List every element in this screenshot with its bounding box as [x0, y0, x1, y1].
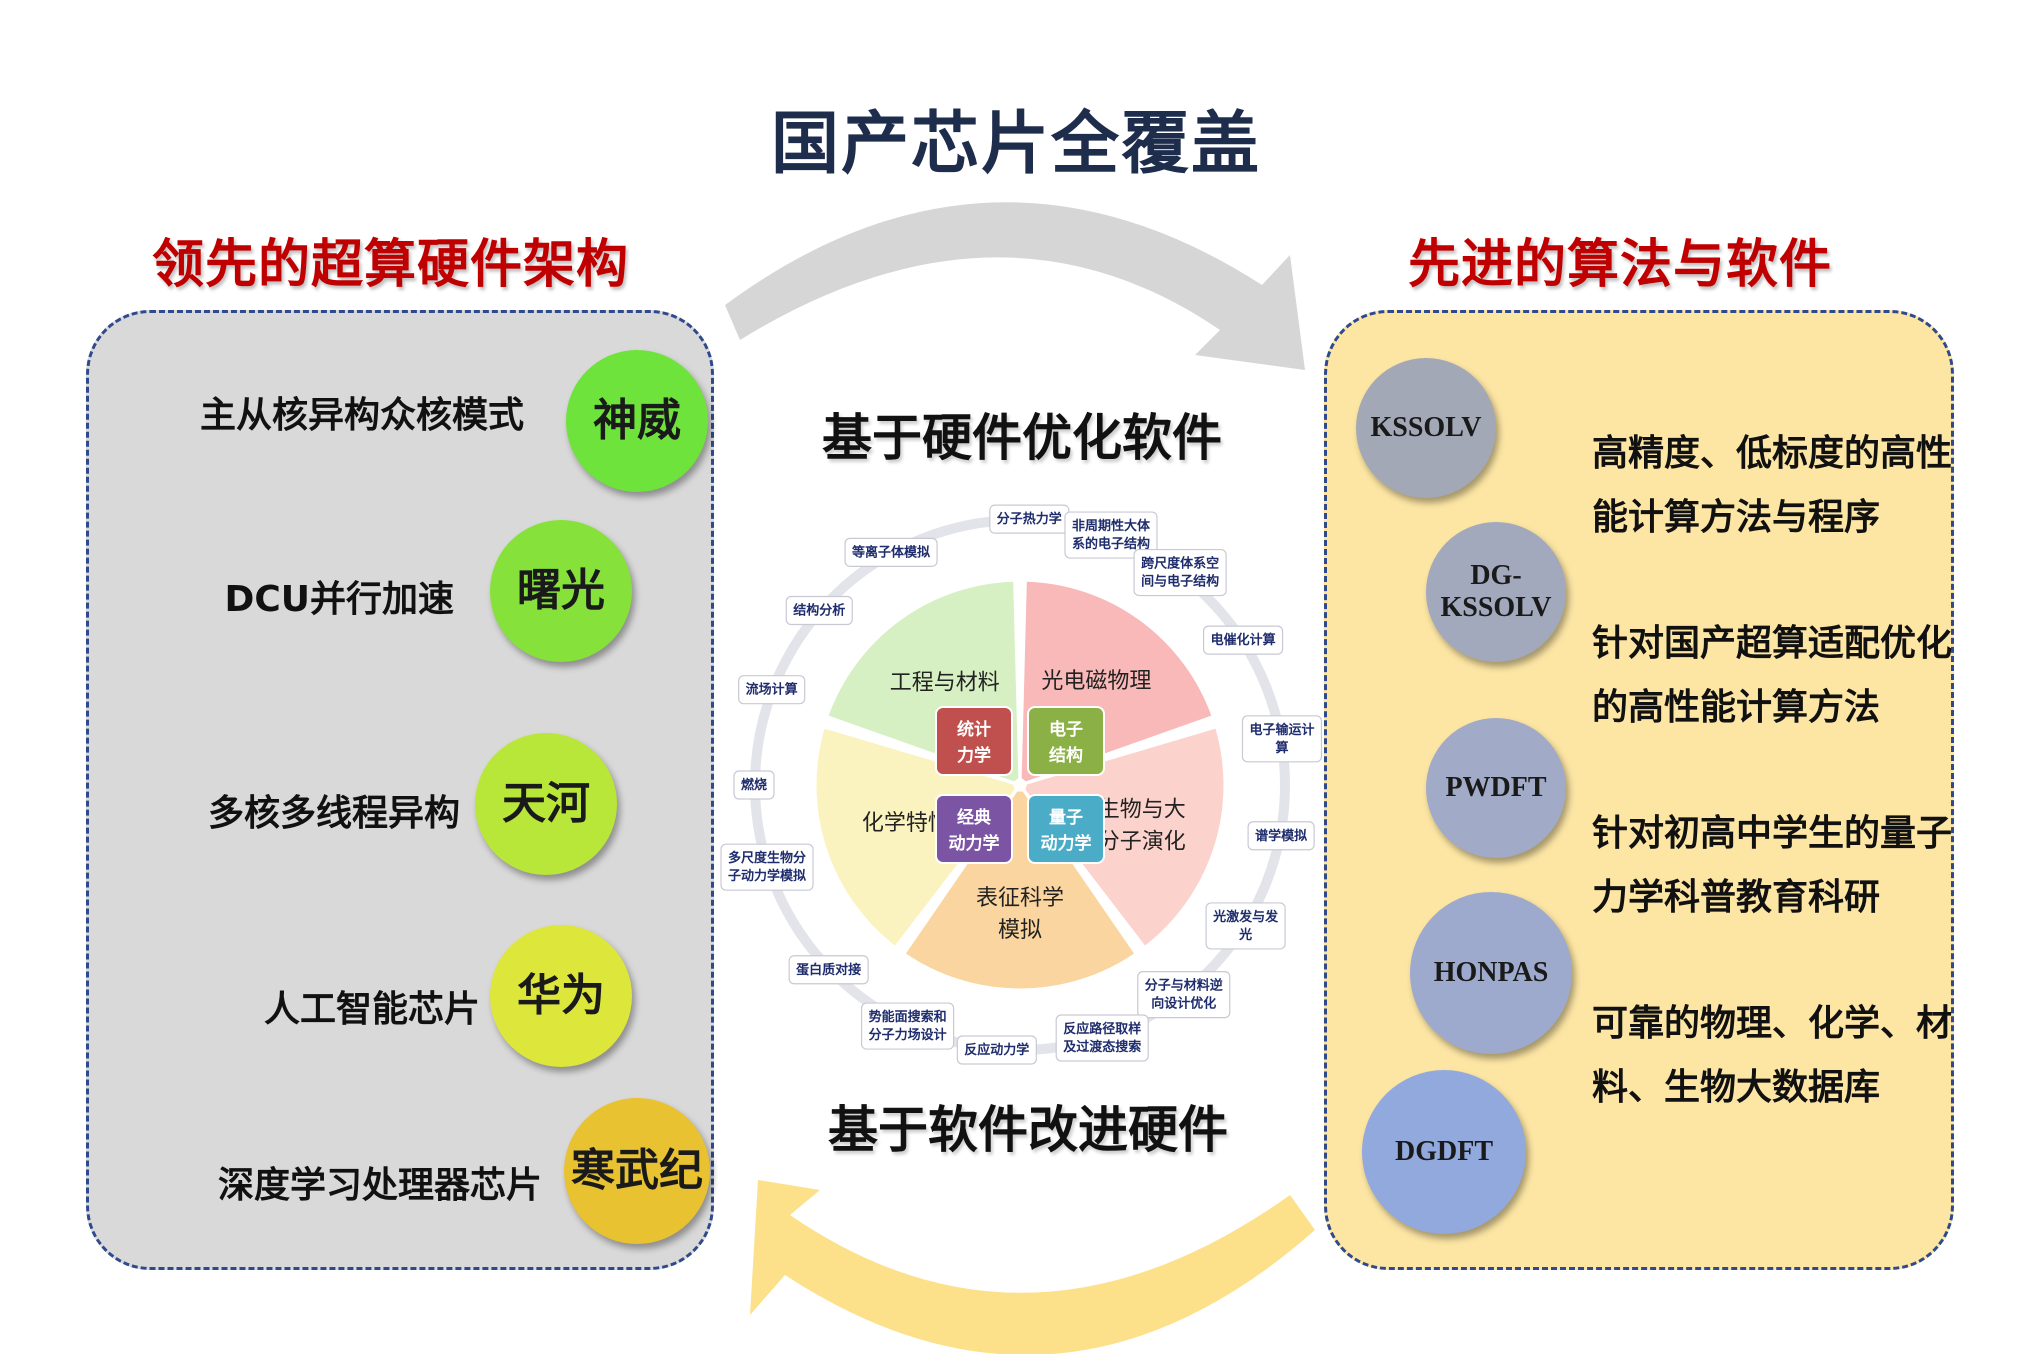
application-label: 分子与材料逆	[1145, 978, 1223, 994]
sector-label: 模拟	[998, 918, 1042, 943]
application-box	[1133, 548, 1227, 597]
core-method-box	[1027, 706, 1105, 776]
core-method-label: 统计	[957, 719, 991, 740]
software-dg-kssolv: DG- KSSOLV	[1426, 522, 1566, 662]
chip-circle-tianhe: 天河	[475, 733, 617, 875]
application-label: 势能面搜索和	[869, 1009, 947, 1025]
chip-circle-sunway: 神威	[566, 350, 708, 492]
application-box	[788, 955, 869, 985]
right-section-title: 先进的算法与软件	[1408, 235, 1833, 295]
core-method-label: 动力学	[1041, 833, 1092, 854]
application-box	[733, 770, 775, 800]
domain-sector	[1021, 724, 1227, 950]
core-method-label: 结构	[1049, 745, 1083, 766]
application-box	[1064, 511, 1158, 559]
application-label: 多尺度生物分	[728, 850, 806, 866]
software-honpas: HONPAS	[1410, 892, 1572, 1054]
domain-sector	[901, 788, 1139, 992]
application-label: 系的电子结构	[1072, 536, 1150, 552]
left-section-title: 领先的超算硬件架构	[152, 235, 630, 295]
application-box	[844, 537, 938, 567]
sector-label: 生物与大	[1098, 798, 1186, 823]
application-label: 非周期性大体	[1072, 518, 1151, 534]
bottom-arrow	[750, 1180, 1315, 1354]
hw-label-4: 人工智能芯片	[263, 989, 480, 1030]
application-label: 结构分析	[793, 602, 845, 618]
hw-label-5: 深度学习处理器芯片	[217, 1165, 542, 1206]
application-box	[1247, 821, 1315, 851]
application-label: 反应动力学	[964, 1042, 1029, 1058]
software-kssolv: KSSOLV	[1356, 358, 1496, 498]
application-box	[738, 675, 806, 705]
application-label: 谱学模拟	[1255, 828, 1307, 844]
software-desc-4: 可靠的物理、化学、材料、生物大数据库	[1592, 1003, 1953, 1108]
core-method-label: 量子	[1049, 807, 1083, 828]
application-label: 电催化计算	[1211, 632, 1276, 648]
application-label: 流场计算	[746, 682, 798, 698]
sector-label: 表征科学	[976, 886, 1064, 911]
application-label: 燃烧	[741, 777, 767, 793]
application-label: 分子力场设计	[869, 1027, 947, 1043]
center-top-label: 基于硬件优化软件	[822, 409, 1222, 467]
core-method-box	[935, 794, 1013, 864]
application-label: 电子输运计	[1249, 722, 1314, 738]
core-method-label: 经典	[957, 807, 991, 828]
chip-circle-sugon: 曙光	[490, 520, 632, 662]
hw-label-2: DCU并行加速	[224, 579, 454, 620]
hw-label-1: 主从核异构众核模式	[199, 395, 524, 436]
core-method-label: 电子	[1049, 719, 1083, 740]
application-box	[1205, 902, 1286, 950]
chip-circle-huawei: 华为	[490, 925, 632, 1067]
core-method-label: 力学	[957, 745, 991, 766]
core-method-label: 动力学	[949, 833, 1000, 854]
research-domain-wheel: 工程与材料光电磁物理生物与大分子演化表征科学模拟化学特性统计力学电子结构经典动力…	[720, 504, 1323, 1065]
application-box	[1137, 971, 1231, 1019]
application-label: 子动力学模拟	[728, 868, 806, 884]
page-title: 国产芯片全覆盖	[770, 105, 1261, 184]
sector-label: 工程与材料	[890, 670, 1000, 695]
chip-circle-cambricon: 寒武纪	[564, 1098, 710, 1244]
top-arrow	[725, 202, 1305, 370]
application-box	[956, 1035, 1037, 1065]
application-box	[1241, 715, 1323, 763]
application-label: 蛋白质对接	[796, 962, 861, 978]
application-label: 光	[1238, 927, 1252, 943]
software-desc-3: 针对初高中学生的量子力学科普教育科研	[1592, 813, 1953, 918]
application-box	[785, 595, 853, 626]
application-label: 及过渡态搜索	[1063, 1039, 1141, 1055]
application-box	[720, 843, 814, 891]
application-box	[1202, 625, 1284, 655]
application-box	[860, 1002, 955, 1050]
center-bottom-label: 基于软件改进硬件	[828, 1101, 1228, 1159]
core-method-box	[1027, 794, 1105, 864]
core-method-box	[935, 706, 1013, 776]
software-pwdft: PWDFT	[1426, 718, 1566, 858]
software-dgdft: DGDFT	[1362, 1070, 1526, 1234]
application-label: 光激发与发	[1212, 909, 1279, 925]
application-label: 等离子体模拟	[851, 544, 930, 560]
hw-label-3: 多核多线程异构	[207, 793, 460, 834]
sector-label: 分子演化	[1098, 830, 1186, 855]
software-desc-2: 针对国产超算适配优化的高性能计算方法	[1592, 623, 1953, 728]
software-desc-1: 高精度、低标度的高性能计算方法与程序	[1592, 433, 1953, 538]
application-label: 跨尺度体系空	[1141, 556, 1219, 572]
application-label: 分子热力学	[997, 511, 1062, 527]
application-label: 算	[1275, 740, 1288, 756]
application-box	[1055, 1014, 1149, 1062]
application-label: 向设计优化	[1151, 996, 1216, 1012]
application-label: 间与电子结构	[1141, 574, 1219, 590]
sector-label: 光电磁物理	[1041, 669, 1151, 694]
application-label: 反应路径取样	[1063, 1021, 1141, 1037]
domain-sector	[813, 724, 1019, 950]
